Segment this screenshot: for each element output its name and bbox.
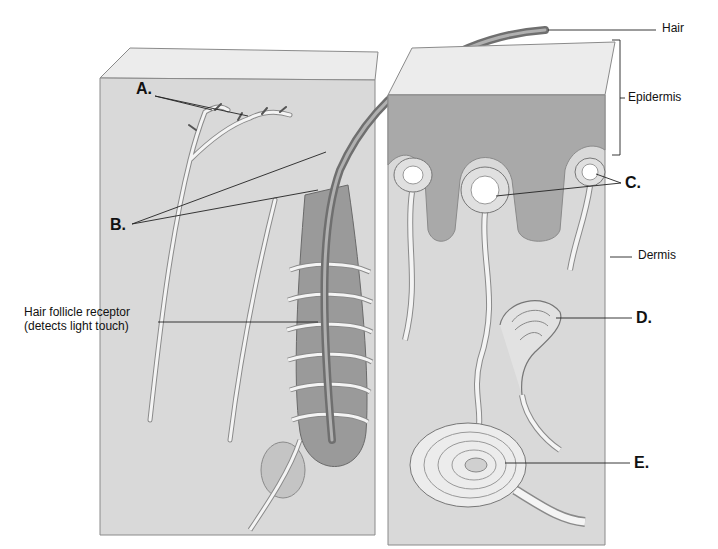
skin-block-top [100,48,378,80]
callout-letter: B. [110,216,126,234]
part-label: Hair follicle receptor (detects light to… [24,306,156,334]
bulbous-corpuscle [500,301,561,450]
callout-letter: E. [634,454,649,472]
callout-letter: D. [636,309,652,327]
lamellar-corpuscle [410,423,585,522]
layer-label: Epidermis [628,91,681,105]
callout-letter: C. [625,174,641,192]
free-nerve-endings [150,104,290,440]
callout-letter: A. [136,80,152,98]
skin-block-front [388,95,605,545]
skin-block-front [100,78,375,535]
part-label: Hair [662,22,684,36]
tactile-corpuscles [394,158,605,450]
epidermis-layer [388,95,605,241]
skin-block-top [388,42,615,95]
layer-label: Dermis [638,249,676,263]
leader-lines [132,30,656,463]
follicle-nerve-wraps [250,264,372,530]
